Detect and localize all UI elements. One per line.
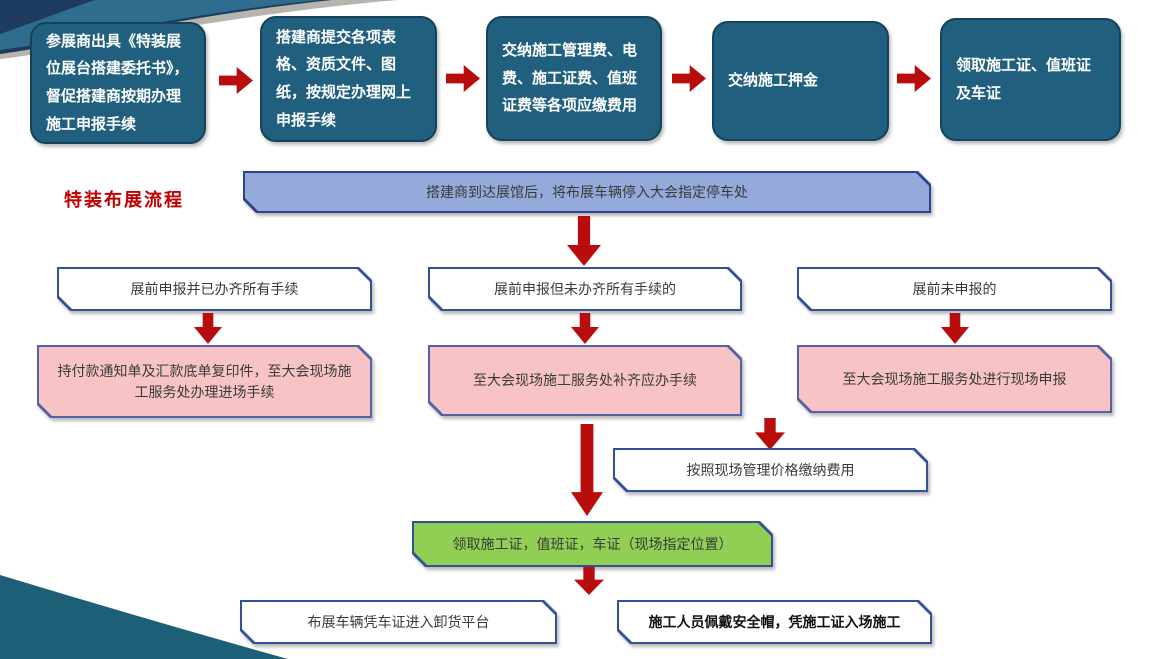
- condition-box-1-label: 展前申报并已办齐所有手续: [130, 280, 299, 297]
- action-box-3: 至大会现场施工服务处进行现场申报: [797, 345, 1112, 413]
- action-box-2-fill: 至大会现场施工服务处补齐应办手续: [430, 347, 740, 414]
- pass-pickup-box: 领取施工证，值班证，车证（现场指定位置）: [412, 521, 773, 567]
- arrival-banner-border: 搭建商到达展馆后，将布展车辆停入大会指定停车处: [243, 171, 931, 213]
- condition-box-2: 展前申报但未办齐所有手续的: [428, 267, 742, 311]
- pass-pickup-box-label: 领取施工证，值班证，车证（现场指定位置）: [452, 535, 733, 552]
- condition-box-1: 展前申报并已办齐所有手续: [57, 267, 372, 311]
- arrival-banner-fill: 搭建商到达展馆后，将布展车辆停入大会指定停车处: [245, 173, 929, 211]
- action-box-3-border: 至大会现场施工服务处进行现场申报: [797, 345, 1112, 413]
- corner-swoosh-bottom-left: [0, 564, 300, 659]
- action-box-2: 至大会现场施工服务处补齐应办手续: [428, 345, 742, 416]
- fee-box: 按照现场管理价格缴纳费用: [613, 448, 928, 492]
- fee-box-fill: 按照现场管理价格缴纳费用: [615, 450, 926, 490]
- condition-box-2-border: 展前申报但未办齐所有手续的: [428, 267, 742, 311]
- process-step-3: 交纳施工管理费、电费、施工证费、值班证费等各项应缴费用: [486, 16, 662, 141]
- action-box-1-border: 持付款通知单及汇款底单复印件，至大会现场施工服务处办理进场手续: [37, 345, 372, 418]
- flow-arrow-right-4-icon: [897, 65, 931, 92]
- arrival-banner-label: 搭建商到达展馆后，将布展车辆停入大会指定停车处: [426, 183, 748, 200]
- condition-arrow-2-icon: [571, 313, 599, 344]
- final-box-1-fill: 布展车辆凭车证进入卸货平台: [242, 602, 555, 642]
- final-box-2-fill: 施工人员佩戴安全帽，凭施工证入场施工: [619, 602, 930, 642]
- page-title: 特装布展流程: [64, 190, 184, 210]
- final-box-1-label: 布展车辆凭车证进入卸货平台: [307, 613, 490, 630]
- fee-box-label: 按照现场管理价格缴纳费用: [686, 461, 855, 478]
- condition-arrow-1-icon: [194, 313, 222, 344]
- final-box-2-border: 施工人员佩戴安全帽，凭施工证入场施工: [617, 600, 932, 644]
- process-step-2: 搭建商提交各项表格、资质文件、图纸，按规定办理网上申报手续: [260, 16, 437, 142]
- process-step-4: 交纳施工押金: [712, 21, 889, 141]
- process-step-5: 领取施工证、值班证及车证: [940, 18, 1121, 141]
- process-step-5-label: 领取施工证、值班证及车证: [956, 56, 1092, 102]
- long-down-arrow-icon: [571, 424, 603, 516]
- action-box-1-label: 持付款通知单及汇款底单复印件，至大会现场施工服务处办理进场手续: [57, 363, 352, 400]
- condition-box-1-fill: 展前申报并已办齐所有手续: [59, 269, 370, 309]
- pass-pickup-box-fill: 领取施工证，值班证，车证（现场指定位置）: [414, 523, 771, 565]
- action-box-2-label: 至大会现场施工服务处补齐应办手续: [473, 372, 697, 389]
- corner-swoosh-top-left: [0, 0, 400, 62]
- action-box-1: 持付款通知单及汇款底单复印件，至大会现场施工服务处办理进场手续: [37, 345, 372, 418]
- fee-arrow-icon: [755, 418, 785, 450]
- process-step-3-label: 交纳施工管理费、电费、施工证费、值班证费等各项应缴费用: [502, 41, 638, 115]
- condition-box-3-border: 展前未申报的: [797, 267, 1112, 311]
- process-step-1-label: 参展商出具《特装展位展台搭建委托书》，督促搭建商按期办理施工申报手续: [46, 32, 189, 133]
- condition-box-3-label: 展前未申报的: [912, 280, 997, 297]
- condition-box-3: 展前未申报的: [797, 267, 1112, 311]
- process-step-4-label: 交纳施工押金: [728, 72, 819, 90]
- condition-box-1-border: 展前申报并已办齐所有手续: [57, 267, 372, 311]
- action-box-3-fill: 至大会现场施工服务处进行现场申报: [799, 347, 1110, 411]
- flow-arrow-right-3-icon: [672, 65, 706, 92]
- process-step-2-label: 搭建商提交各项表格、资质文件、图纸，按规定办理网上申报手续: [276, 28, 412, 129]
- condition-arrow-3-icon: [941, 313, 969, 344]
- arrival-banner: 搭建商到达展馆后，将布展车辆停入大会指定停车处: [243, 171, 931, 213]
- action-box-2-border: 至大会现场施工服务处补齐应办手续: [428, 345, 742, 416]
- action-box-1-fill: 持付款通知单及汇款底单复印件，至大会现场施工服务处办理进场手续: [39, 347, 370, 416]
- condition-box-2-fill: 展前申报但未办齐所有手续的: [430, 269, 740, 309]
- final-box-2: 施工人员佩戴安全帽，凭施工证入场施工: [617, 600, 932, 644]
- banner-down-arrow-icon: [567, 216, 601, 266]
- final-box-2-label: 施工人员佩戴安全帽，凭施工证入场施工: [648, 613, 901, 630]
- action-box-3-label: 至大会现场施工服务处进行现场申报: [842, 370, 1067, 387]
- final-box-1: 布展车辆凭车证进入卸货平台: [240, 600, 557, 644]
- pass-down-arrow-icon: [574, 567, 604, 595]
- fee-box-border: 按照现场管理价格缴纳费用: [613, 448, 928, 492]
- final-box-1-border: 布展车辆凭车证进入卸货平台: [240, 600, 557, 644]
- condition-box-2-label: 展前申报但未办齐所有手续的: [494, 280, 676, 297]
- process-step-1: 参展商出具《特装展位展台搭建委托书》，督促搭建商按期办理施工申报手续: [30, 22, 206, 144]
- pass-pickup-box-border: 领取施工证，值班证，车证（现场指定位置）: [412, 521, 773, 567]
- flow-arrow-right-2-icon: [446, 65, 480, 92]
- flow-arrow-right-1-icon: [219, 67, 253, 94]
- condition-box-3-fill: 展前未申报的: [799, 269, 1110, 309]
